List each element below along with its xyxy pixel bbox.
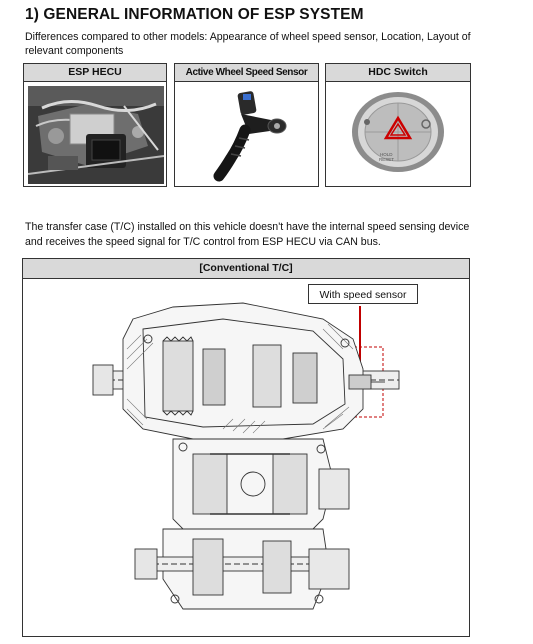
diagram-header: [Conventional T/C] [23,259,469,279]
conventional-tc-diagram: [Conventional T/C] With speed sensor [22,258,470,637]
svg-text:RESET: RESET [379,157,394,162]
intro-text: Differences compared to other models: Ap… [25,31,471,57]
svg-text:HOLD: HOLD [380,152,393,157]
hdc-switch-label: HDC Switch [326,64,470,82]
page-title: 1) GENERAL INFORMATION OF ESP SYSTEM [25,6,364,23]
transfer-case-paragraph: The transfer case (T/C) installed on thi… [25,221,470,248]
esp-hecu-panel: ESP HECU [23,63,167,187]
wheel-speed-sensor-label: Active Wheel Speed Sensor [175,64,318,82]
esp-hecu-label: ESP HECU [24,64,166,82]
speed-sensor-callout: With speed sensor [308,284,418,304]
hdc-switch-photo: HOLD RESET [330,86,468,184]
transfer-case-drawing [92,302,400,610]
esp-hecu-photo [28,86,164,184]
wheel-speed-sensor-panel: Active Wheel Speed Sensor [174,63,319,187]
hdc-switch-panel: HDC Switch HOLD RESET [325,63,471,187]
wheel-speed-sensor-photo [179,86,316,184]
